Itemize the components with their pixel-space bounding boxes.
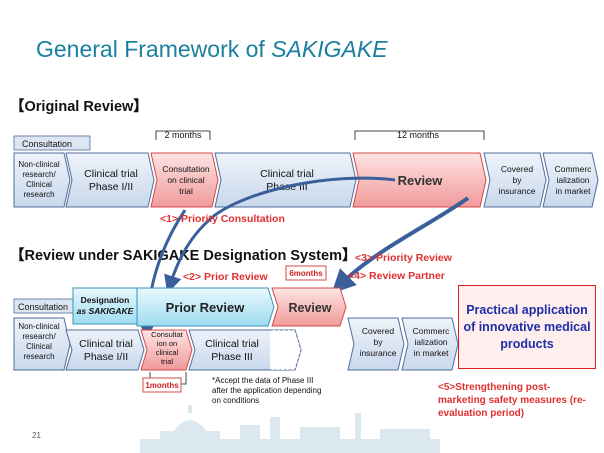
twelve-months-bracket — [354, 130, 485, 140]
orig-step-consultation — [150, 152, 219, 208]
saki-review-text: Review — [288, 301, 331, 315]
orig-step-review-text: Review — [398, 173, 444, 188]
orig-consultation-tab — [13, 135, 91, 151]
review-partner-label: <4> Review Partner — [348, 270, 445, 282]
prior-review-text: Prior Review — [166, 300, 246, 315]
arrow-review-down — [331, 196, 470, 294]
saki-step-insurance — [347, 317, 405, 371]
saki-step-phase12 — [65, 329, 145, 371]
original-review-heading: 【Original Review】 — [10, 99, 148, 115]
orig-step-insurance — [483, 152, 547, 208]
priority-consultation-label: <1> Priority Consultation — [160, 213, 285, 225]
saki-step-consultation — [140, 329, 193, 371]
arrow-review-to-prior — [164, 176, 396, 294]
saki-step-commercialization — [401, 317, 459, 371]
page-title: General Framework of SAKIGAKE — [36, 36, 388, 62]
orig-step-review — [352, 152, 487, 208]
post-marketing-label: <5>Strengthening post-marketing safety m… — [438, 382, 586, 419]
orig-step-nonclinical — [13, 152, 71, 208]
orig-step-phase3 — [214, 152, 357, 208]
saki-step-phase3-dashed-end — [270, 329, 302, 371]
skyline-watermark — [140, 405, 440, 453]
two-months-bracket — [155, 130, 211, 140]
six-months-label: 6months — [289, 269, 323, 278]
two-months-label: 2 months — [164, 130, 202, 140]
orig-consultation-label: Consultation — [22, 139, 72, 149]
designation-box — [72, 287, 138, 325]
prior-review-box — [136, 287, 275, 327]
one-months-label: 1months — [145, 381, 179, 390]
six-months-box — [285, 265, 327, 281]
page-number: 21 — [32, 431, 41, 440]
orig-step-commercialization — [542, 152, 599, 208]
saki-consultation-label: Consultation — [18, 302, 68, 312]
twelve-months-label: 12 months — [397, 130, 440, 140]
one-months-box — [142, 377, 182, 393]
priority-review-label: <3> Priority Review — [355, 252, 452, 264]
saki-step-nonclinical — [13, 317, 71, 371]
orig-step-phase12 — [65, 152, 155, 208]
practical-application-box: Practical application of innovative medi… — [458, 285, 596, 369]
prior-review-label: <2> Prior Review — [183, 271, 268, 283]
saki-review-box — [271, 287, 347, 327]
phase3-note: *Accept the data of Phase III after the … — [212, 376, 322, 405]
